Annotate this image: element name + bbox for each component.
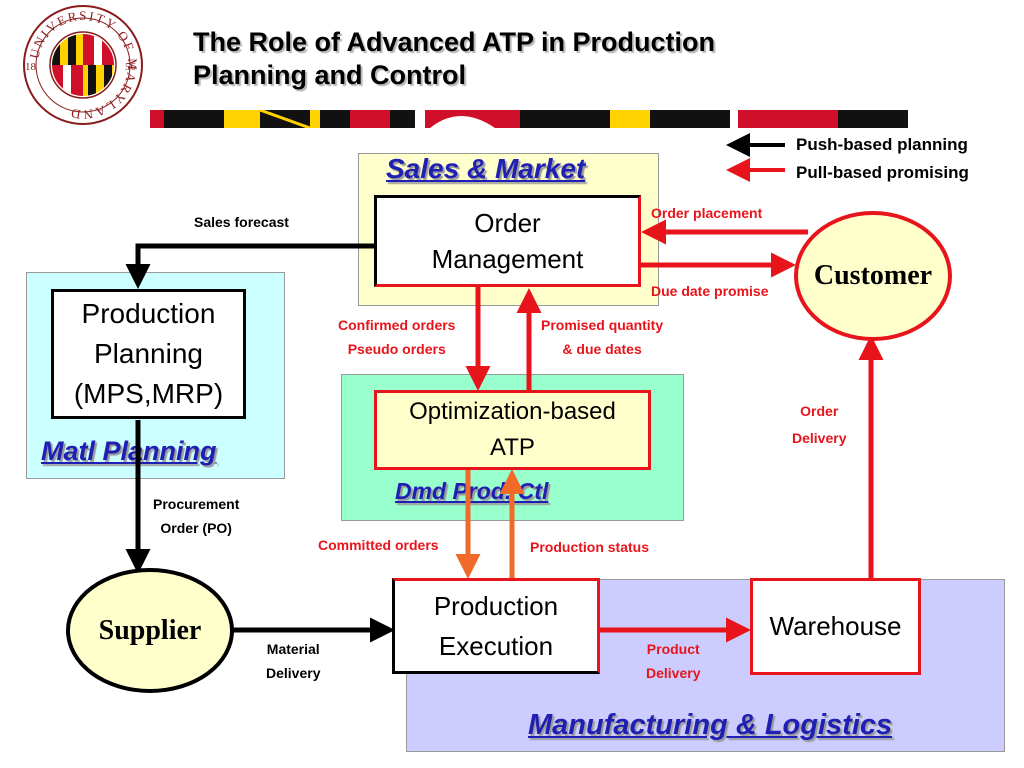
label-confirmed-orders: Confirmed orders Pseudo orders xyxy=(338,317,456,357)
logo-year-right: 56 xyxy=(125,61,137,73)
label-order-delivery: Order Delivery xyxy=(792,403,847,446)
node-order-management: Order Management xyxy=(374,195,641,287)
label-material-delivery: Material Delivery xyxy=(266,641,321,681)
node-customer: Customer xyxy=(794,211,952,341)
label-due-date-promise: Due date promise xyxy=(651,283,769,299)
region-label-mfg: Manufacturing & Logistics xyxy=(528,709,893,741)
label-product-delivery: Product Delivery xyxy=(646,641,701,681)
node-production-execution: Production Execution xyxy=(392,578,600,674)
node-production-planning: Production Planning (MPS,MRP) xyxy=(51,289,246,419)
label-sales-forecast: Sales forecast xyxy=(194,214,289,230)
region-label-matl: Matl Planning xyxy=(41,436,217,466)
page-title: The Role of Advanced ATP in Production P… xyxy=(193,27,716,90)
label-production-status: Production status xyxy=(530,539,650,555)
node-optimization-atp: Optimization-based ATP xyxy=(374,390,651,470)
flag-stripe xyxy=(150,110,908,128)
university-logo: UNIVERSITY OF MARYLAND 18 56 xyxy=(22,4,144,126)
maryland-seal-icon: UNIVERSITY OF MARYLAND 18 56 xyxy=(23,5,143,125)
label-committed-orders: Committed orders xyxy=(318,537,439,553)
node-supplier: Supplier xyxy=(66,568,234,693)
logo-year-left: 18 xyxy=(25,61,37,73)
region-label-sales: Sales & Market xyxy=(386,153,586,184)
region-label-dmd: Dmd Prod. Ctl xyxy=(395,478,549,504)
label-order-placement: Order placement xyxy=(651,205,763,221)
label-procurement-order: Procurement Order (PO) xyxy=(153,496,240,536)
node-warehouse: Warehouse xyxy=(750,578,921,675)
legend-pull-label: Pull-based promising xyxy=(796,163,969,182)
label-promised-quantity: Promised quantity & due dates xyxy=(541,317,664,357)
legend-push-label: Push-based planning xyxy=(796,135,968,154)
